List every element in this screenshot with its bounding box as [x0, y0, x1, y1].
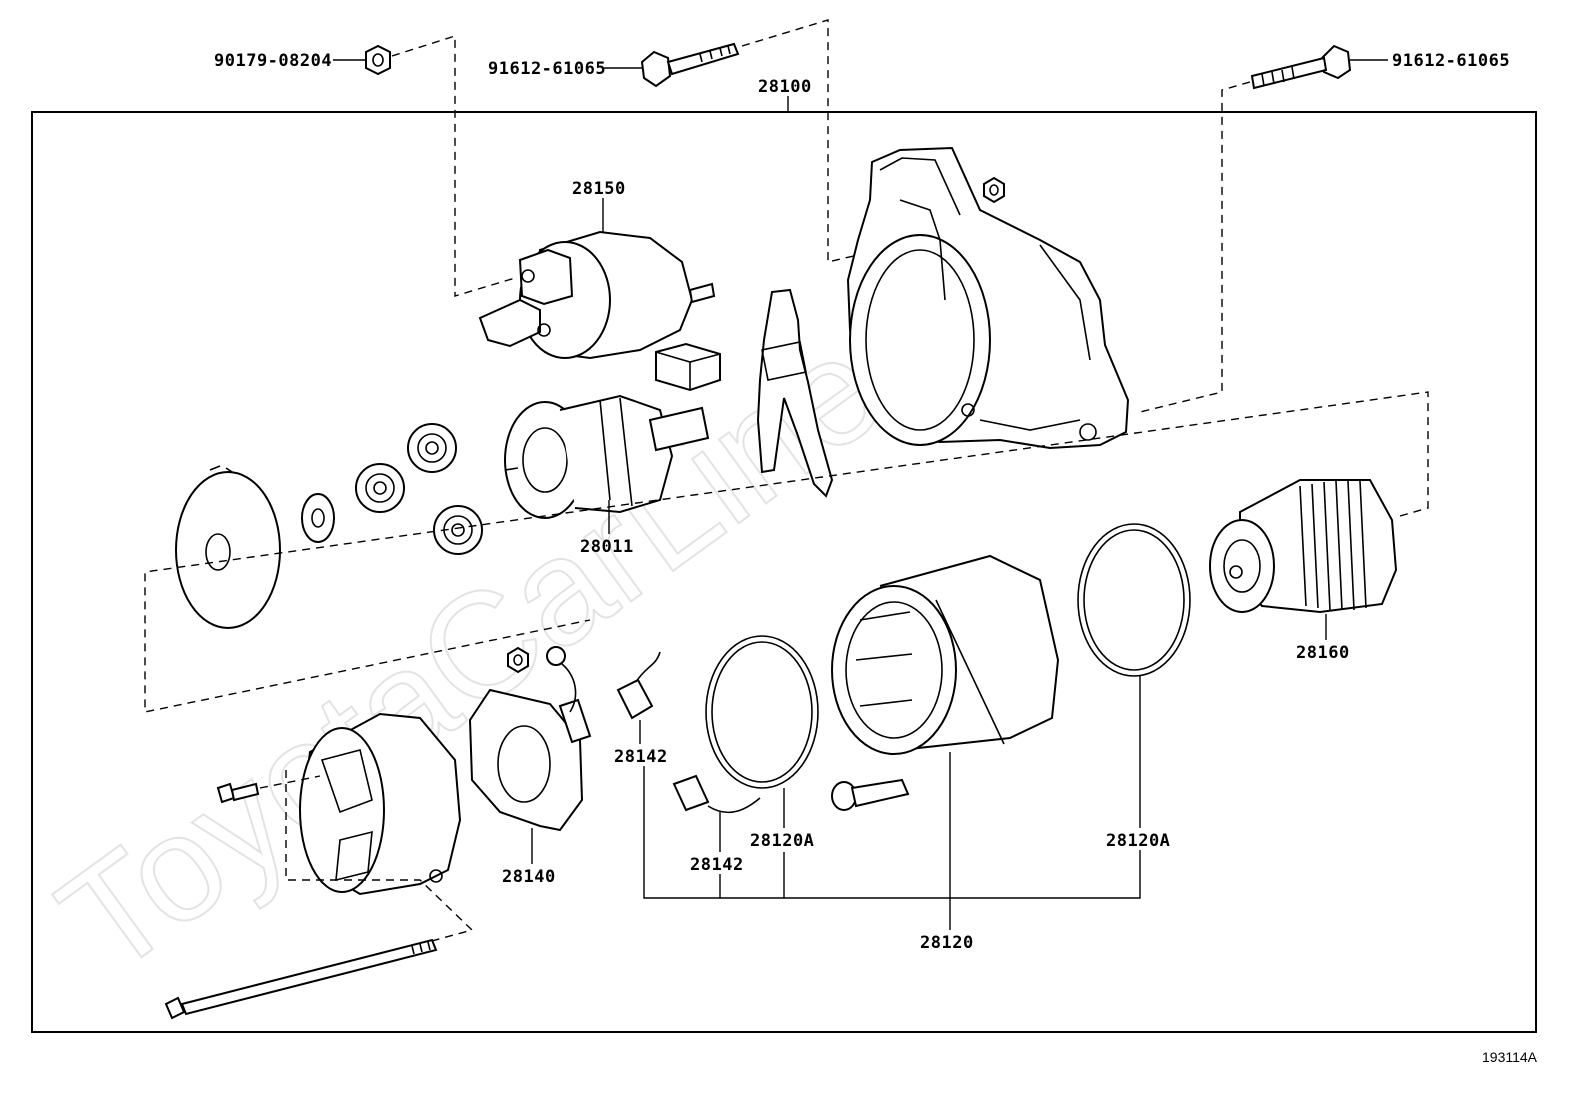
- terminal-bolt-icon[interactable]: [831, 778, 910, 811]
- through-bolt-icon[interactable]: [164, 938, 438, 1020]
- solenoid-28150[interactable]: [478, 230, 716, 360]
- cover-screw-icon[interactable]: [216, 782, 260, 804]
- drive-lever-icon[interactable]: [756, 288, 834, 498]
- label-28120: 28120: [920, 933, 974, 953]
- label-91612-61065-mid: 91612-61065: [488, 59, 606, 79]
- label-28120a-right: 28120A: [1106, 831, 1170, 851]
- holder-terminal-icon[interactable]: [546, 646, 577, 713]
- label-28140: 28140: [502, 867, 556, 887]
- washer-icon[interactable]: [301, 493, 335, 543]
- label-28142-upper: 28142: [614, 747, 668, 767]
- label-28142-lower: 28142: [690, 855, 744, 875]
- nut-90179-icon[interactable]: [365, 44, 391, 76]
- housing-nut-icon[interactable]: [983, 176, 1005, 204]
- starter-housing-28100[interactable]: [846, 146, 1130, 450]
- brush-upper-28142[interactable]: [616, 651, 661, 720]
- label-90179-08204: 90179-08204: [214, 51, 332, 71]
- label-28100: 28100: [758, 77, 812, 97]
- o-ring-right-28120a[interactable]: [1077, 523, 1191, 677]
- drive-housing-28160[interactable]: [1209, 479, 1398, 614]
- diagram-code: 193114A: [1482, 1049, 1538, 1065]
- brush-holder-28140[interactable]: [468, 688, 592, 832]
- gear-plate-icon[interactable]: [175, 465, 281, 629]
- end-cover-icon[interactable]: [299, 712, 462, 896]
- bolt-top-right-icon[interactable]: [1250, 44, 1352, 90]
- label-28150: 28150: [572, 179, 626, 199]
- holder-nut-icon[interactable]: [507, 646, 529, 674]
- starter-clutch-28011[interactable]: [504, 394, 710, 519]
- yoke-armature-28120[interactable]: [831, 554, 1060, 755]
- planetary-gear-1-icon[interactable]: [355, 463, 405, 513]
- label-28120a-left: 28120A: [750, 831, 814, 851]
- planetary-gear-2-icon[interactable]: [407, 423, 457, 473]
- label-28011: 28011: [580, 537, 634, 557]
- o-ring-left-28120a[interactable]: [705, 635, 819, 789]
- bolt-top-mid-icon[interactable]: [640, 42, 740, 88]
- plunger-block-icon[interactable]: [655, 342, 721, 392]
- label-91612-61065-right: 91612-61065: [1392, 51, 1510, 71]
- label-28160: 28160: [1296, 643, 1350, 663]
- assembly-frame: [31, 111, 1537, 1033]
- brush-lower-28142[interactable]: [672, 774, 761, 814]
